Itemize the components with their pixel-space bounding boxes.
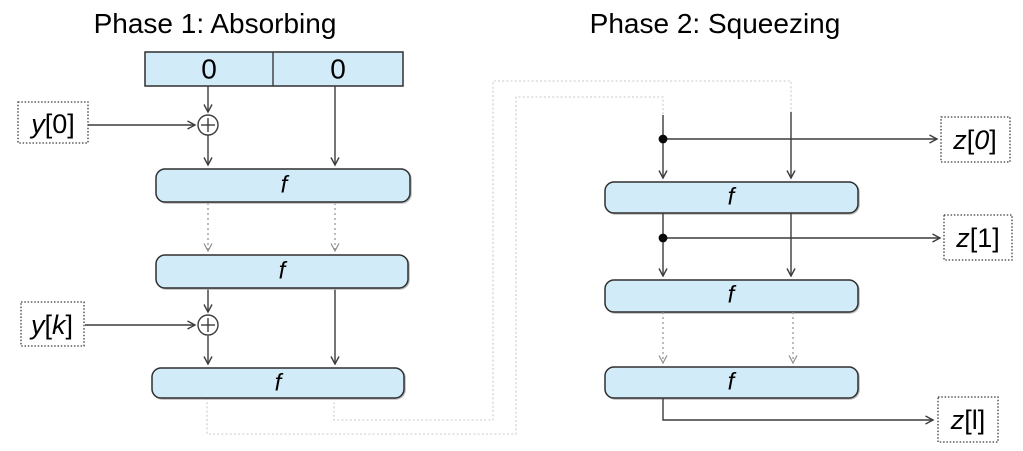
io-text: y[0] — [29, 109, 75, 139]
io-index: l — [972, 405, 978, 435]
io-bracket: ] — [67, 109, 75, 139]
io-bracket: ] — [978, 405, 986, 435]
io-text: z[1] — [955, 223, 1000, 253]
io-box — [937, 396, 999, 443]
f-box-squeeze-1: f — [604, 181, 859, 214]
io-index: 0 — [52, 109, 67, 139]
xor-node-1 — [197, 114, 219, 136]
io-box — [17, 101, 89, 144]
io-index: 1 — [977, 223, 992, 253]
io-var: y — [29, 310, 46, 340]
state-register: 0 0 — [144, 51, 404, 87]
branch-dot-z1 — [658, 233, 668, 243]
io-var: z — [950, 405, 965, 435]
io-bracket: ] — [989, 125, 997, 155]
io-label-z0: z[0] — [940, 116, 1011, 163]
state-cell-1: 0 — [330, 54, 346, 85]
io-bracket: [ — [964, 405, 972, 435]
f-box — [155, 254, 409, 289]
f-box — [604, 279, 859, 313]
f-box-label: f — [275, 370, 284, 397]
f-box-label: f — [281, 172, 290, 199]
io-bracket: ] — [992, 223, 1000, 253]
arrow-to-zl — [662, 398, 935, 425]
io-text: y[k] — [29, 310, 73, 340]
f-box — [604, 181, 859, 214]
wrap-path-capacity — [333, 80, 792, 421]
f-box-absorb-3: f — [151, 367, 405, 399]
f-box-label: f — [279, 258, 288, 285]
io-label-zl: z[l] — [937, 396, 999, 443]
io-var: z — [955, 223, 970, 253]
state-register-box — [144, 51, 404, 87]
io-index: 0 — [974, 125, 989, 155]
f-box-label: f — [728, 282, 737, 309]
io-box — [940, 116, 1011, 163]
phase1-title: Phase 1: Absorbing — [94, 8, 337, 39]
io-bracket: [ — [967, 125, 975, 155]
f-box-squeeze-3: f — [604, 366, 859, 399]
io-label-z1: z[1] — [943, 214, 1013, 261]
f-box-label: f — [728, 369, 737, 396]
io-box — [943, 214, 1013, 261]
f-box — [604, 366, 859, 399]
io-var: y — [29, 109, 46, 139]
f-box-label: f — [728, 184, 737, 211]
io-var: z — [952, 125, 967, 155]
io-text: z[0] — [952, 125, 997, 155]
wrap-path-rate — [206, 96, 664, 435]
io-bracket: [ — [44, 310, 52, 340]
branch-dot-z0 — [658, 134, 668, 144]
io-bracket: ] — [66, 310, 74, 340]
io-index: k — [52, 310, 67, 340]
io-box — [20, 301, 85, 347]
phase2-title: Phase 2: Squeezing — [590, 8, 841, 39]
io-label-y0: y[0] — [17, 101, 89, 144]
io-bracket: [ — [45, 109, 53, 139]
xor-node-2 — [197, 314, 219, 336]
io-label-yk: y[k] — [20, 301, 85, 347]
io-text: z[l] — [950, 405, 986, 435]
io-bracket: [ — [970, 223, 978, 253]
f-box-absorb-2: f — [155, 254, 409, 289]
f-box — [155, 168, 411, 203]
f-box-absorb-1: f — [155, 168, 411, 203]
f-box — [151, 367, 405, 399]
state-cell-0: 0 — [201, 54, 217, 85]
f-box-squeeze-2: f — [604, 279, 859, 313]
